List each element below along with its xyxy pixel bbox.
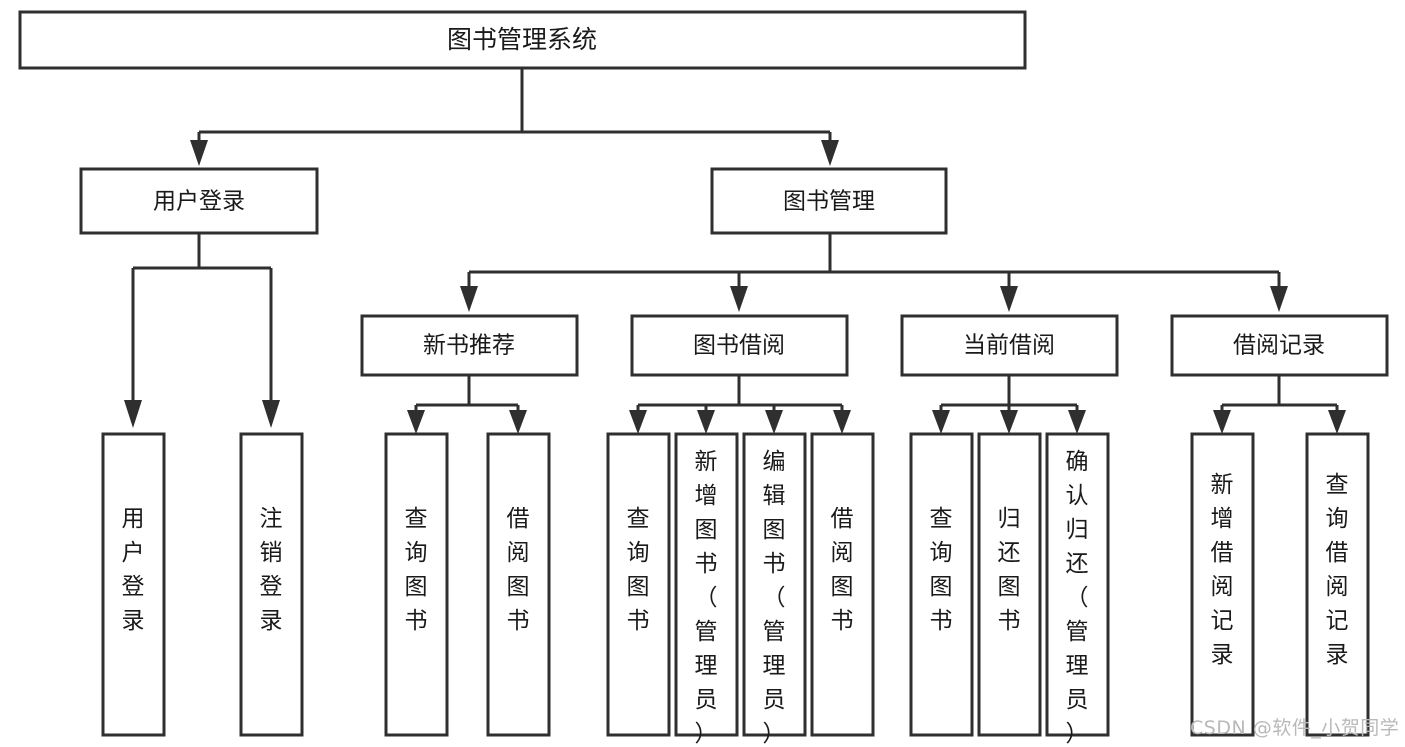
arrowhead-to-user-login	[190, 140, 208, 166]
leaf-add-record[interactable]: 新增借阅记录	[1190, 432, 1255, 737]
connector-group	[124, 68, 1346, 434]
leaf-confirm-return-box[interactable]	[1045, 432, 1110, 737]
leaf-edit-book[interactable]: 编辑图书（管理员）	[742, 432, 807, 747]
node-user-login-box[interactable]	[79, 167, 319, 235]
arrowhead-to-borrow-record	[1270, 286, 1288, 312]
leaf-add-record-label: 新增借阅记录	[1211, 472, 1234, 668]
leaf-borrow-book-1-box[interactable]	[486, 432, 551, 737]
leaf-return-book-label: 归还图书	[998, 506, 1021, 634]
leaf-confirm-return[interactable]: 确认归还（管理员）	[1045, 432, 1110, 747]
leaf-borrow-book-2-box[interactable]	[810, 432, 875, 737]
arrowhead-to-current-borrow	[1000, 286, 1018, 312]
leaf-query-book-2[interactable]: 查询图书	[606, 432, 671, 737]
arrowhead-nbr-leaf-1	[407, 410, 425, 434]
arrowhead-cb-leaf-2	[1000, 410, 1018, 434]
node-user-login[interactable]: 用户登录	[79, 167, 319, 235]
node-root-box[interactable]	[18, 10, 1027, 70]
node-new-book-recommend-label: 新书推荐	[423, 333, 515, 359]
leaf-query-book-3-box[interactable]	[909, 432, 974, 737]
node-new-book-recommend[interactable]: 新书推荐	[360, 314, 579, 377]
arrowhead-br-leaf-1	[1213, 410, 1231, 434]
leaf-user-logout-box[interactable]	[239, 432, 304, 737]
leaf-user-logout-label: 注销登录	[260, 506, 283, 634]
leaf-user-login[interactable]: 用户登录	[101, 432, 166, 737]
arrowhead-br-leaf-2	[1328, 410, 1346, 434]
node-book-borrow-label: 图书借阅	[693, 333, 785, 359]
arrowhead-nbr-leaf-2	[509, 410, 527, 434]
node-book-manage-box[interactable]	[710, 167, 948, 235]
leaf-user-logout[interactable]: 注销登录	[239, 432, 304, 737]
node-borrow-record[interactable]: 借阅记录	[1170, 314, 1389, 377]
leaf-query-book-2-label: 查询图书	[627, 506, 650, 634]
leaf-query-record-label: 查询借阅记录	[1326, 472, 1349, 668]
leaf-borrow-book-1[interactable]: 借阅图书	[486, 432, 551, 737]
leaf-add-book[interactable]: 新增图书（管理员）	[674, 432, 739, 747]
node-user-login-label: 用户登录	[153, 189, 245, 215]
leaf-edit-book-label: 编辑图书（管理员）	[763, 449, 786, 747]
leaf-query-record-box[interactable]	[1305, 432, 1370, 737]
csdn-watermark: CSDN @软件_小贺同学	[1190, 717, 1400, 739]
leaf-query-book-1[interactable]: 查询图书	[384, 432, 449, 737]
arrowhead-cb-leaf-1	[932, 410, 950, 434]
leaf-add-record-box[interactable]	[1190, 432, 1255, 737]
leaf-add-book-label: 新增图书（管理员）	[695, 449, 718, 747]
arrowhead-cb-leaf-3	[1068, 410, 1086, 434]
leaf-borrow-book-2[interactable]: 借阅图书	[810, 432, 875, 737]
leaf-user-login-label: 用户登录	[122, 506, 145, 634]
node-book-manage[interactable]: 图书管理	[710, 167, 948, 235]
arrowhead-bb-leaf-4	[833, 410, 851, 434]
node-new-book-recommend-box[interactable]	[360, 314, 579, 377]
arrowhead-bb-leaf-3	[765, 410, 783, 434]
node-borrow-record-box[interactable]	[1170, 314, 1389, 377]
leaf-borrow-book-2-label: 借阅图书	[831, 506, 854, 634]
leaf-return-book-box[interactable]	[977, 432, 1042, 737]
leaf-query-book-3[interactable]: 查询图书	[909, 432, 974, 737]
leaf-borrow-book-1-label: 借阅图书	[507, 506, 530, 634]
arrowhead-to-new-book-recommend	[460, 286, 478, 312]
node-book-manage-label: 图书管理	[783, 189, 875, 215]
node-book-borrow[interactable]: 图书借阅	[630, 314, 849, 377]
leaf-query-record[interactable]: 查询借阅记录	[1305, 432, 1370, 737]
leaf-query-book-2-box[interactable]	[606, 432, 671, 737]
arrowhead-to-book-manage	[821, 140, 839, 166]
node-current-borrow-box[interactable]	[900, 314, 1119, 377]
arrowhead-leaf-user-logout	[262, 400, 280, 428]
leaf-query-book-1-box[interactable]	[384, 432, 449, 737]
arrowhead-leaf-user-login	[124, 400, 142, 428]
arrowhead-bb-leaf-2	[697, 410, 715, 434]
node-root[interactable]: 图书管理系统	[18, 10, 1027, 70]
node-borrow-record-label: 借阅记录	[1233, 333, 1325, 359]
leaf-confirm-return-label: 确认归还（管理员）	[1066, 449, 1089, 747]
node-book-borrow-box[interactable]	[630, 314, 849, 377]
arrowhead-to-book-borrow	[730, 286, 748, 312]
leaf-edit-book-box[interactable]	[742, 432, 807, 737]
node-current-borrow-label: 当前借阅	[963, 333, 1055, 359]
leaf-add-book-box[interactable]	[674, 432, 739, 737]
node-current-borrow[interactable]: 当前借阅	[900, 314, 1119, 377]
leaf-return-book[interactable]: 归还图书	[977, 432, 1042, 737]
leaf-query-book-1-label: 查询图书	[405, 506, 428, 634]
leaf-query-book-3-label: 查询图书	[930, 506, 953, 634]
arrowhead-bb-leaf-1	[629, 410, 647, 434]
node-root-label: 图书管理系统	[447, 25, 597, 54]
leaf-user-login-box[interactable]	[101, 432, 166, 737]
